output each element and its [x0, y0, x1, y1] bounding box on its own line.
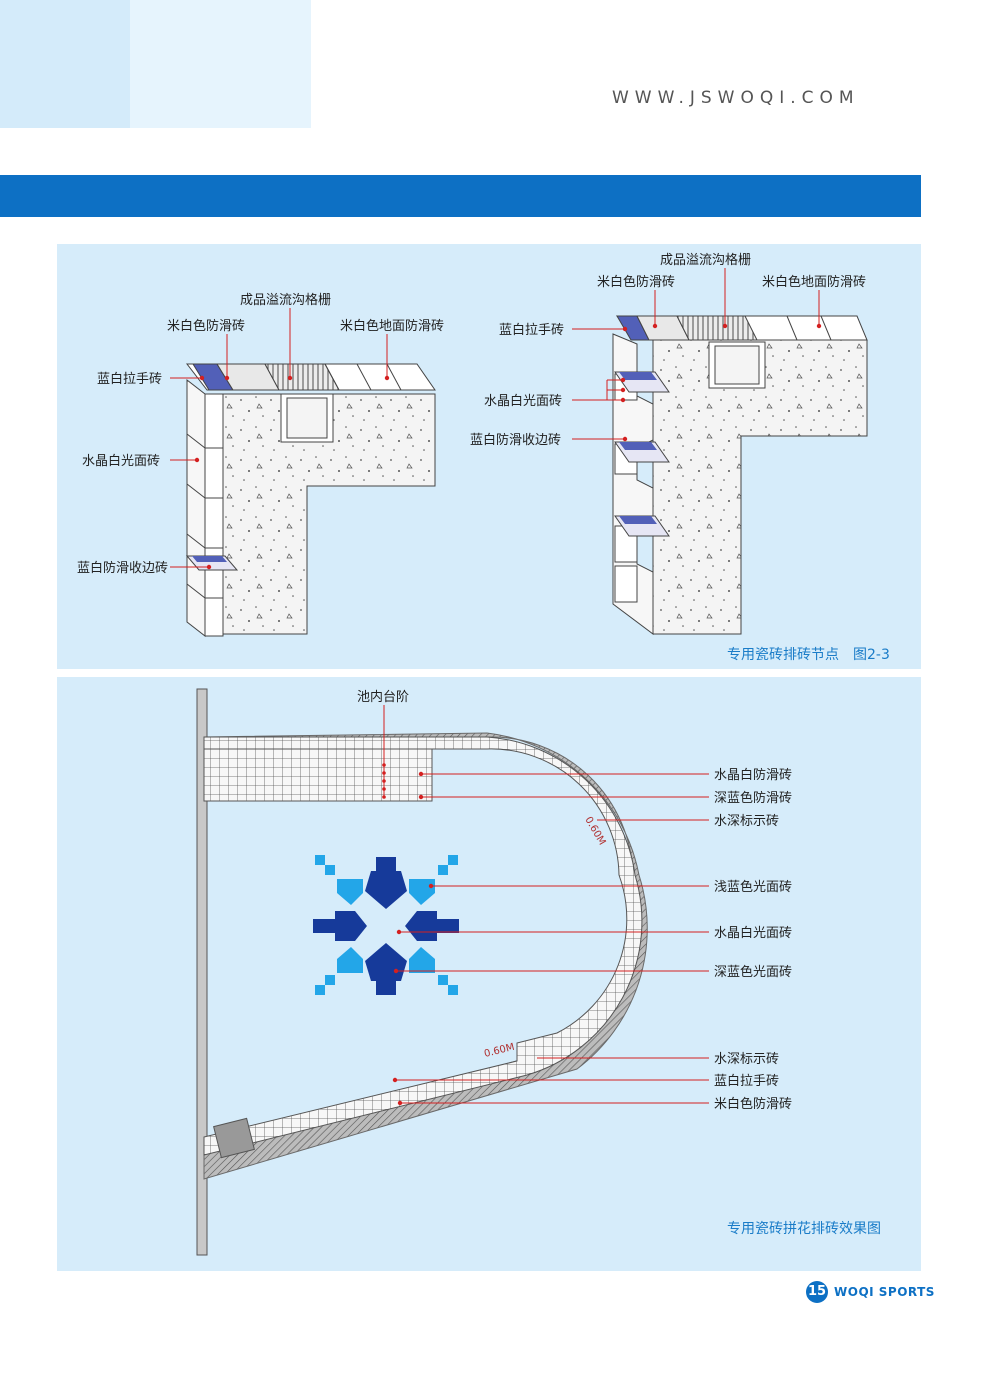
- label-blue-edge-right: 蓝白防滑收边砖: [470, 432, 561, 448]
- header-bar: [0, 175, 921, 217]
- label-pool-step: 池内台阶: [357, 689, 409, 705]
- label-blue-handle-left: 蓝白拉手砖: [97, 371, 162, 387]
- caption-tile-node: 专用瓷砖排砖节点 图2-3: [727, 647, 890, 663]
- label-grate-left: 成品溢流沟格栅: [240, 292, 331, 308]
- label-crystal-gloss-right: 水晶白光面砖: [484, 393, 562, 409]
- depth-mark-bottom: 0.60M: [483, 1042, 516, 1060]
- website-url: WWW.JSWOQI.COM: [612, 88, 860, 108]
- label-grate-right: 成品溢流沟格栅: [660, 252, 751, 268]
- label-deep-blue-gloss: 深蓝色光面砖: [714, 964, 792, 980]
- label-crystal-gloss: 水晶白光面砖: [714, 925, 792, 941]
- corner-decoration-light: [130, 0, 311, 128]
- label-blue-edge-left: 蓝白防滑收边砖: [77, 560, 168, 576]
- label-beige-antislip-right: 米白色防滑砖: [597, 274, 675, 290]
- label-blue-handle-right: 蓝白拉手砖: [499, 322, 564, 338]
- label-blue-handle: 蓝白拉手砖: [714, 1073, 779, 1089]
- label-beige-floor-left: 米白色地面防滑砖: [340, 318, 444, 334]
- corner-block: [213, 1117, 255, 1159]
- tile-node-panel: 成品溢流沟格栅 米白色防滑砖 米白色地面防滑砖 蓝白拉手砖 水晶白光面砖 蓝白防…: [57, 244, 921, 669]
- pool-wall: [196, 688, 208, 1256]
- label-depth-marker-1: 水深标示砖: [714, 814, 779, 829]
- page-number: 15: [806, 1281, 828, 1303]
- right-section-drawing: [612, 315, 868, 635]
- label-beige-antislip: 米白色防滑砖: [714, 1096, 792, 1112]
- label-beige-antislip-left: 米白色防滑砖: [167, 318, 245, 334]
- label-depth-marker-2: 水深标示砖: [714, 1052, 779, 1067]
- tile-pattern-panel: 0.60M 0.60M 池内台阶 水晶白防滑砖 深蓝色防滑砖 水深标示砖 浅蓝色…: [57, 677, 921, 1271]
- tile-pattern-diagram: 0.60M 0.60M 池内台阶 水晶白防滑砖 深蓝色防滑砖 水深标示砖 浅蓝色…: [196, 688, 881, 1256]
- left-section-drawing: [185, 363, 436, 638]
- inner-step-grid: [203, 748, 433, 802]
- pool-step-tile-grid: [203, 736, 643, 1156]
- caption-tile-pattern: 专用瓷砖拼花排砖效果图: [727, 1221, 881, 1237]
- label-deep-blue-antislip: 深蓝色防滑砖: [714, 790, 792, 806]
- label-light-blue-gloss: 浅蓝色光面砖: [714, 879, 792, 895]
- mosaic-snowflake: [313, 855, 459, 995]
- label-beige-floor-right: 米白色地面防滑砖: [762, 274, 866, 290]
- label-crystal-gloss-left: 水晶白光面砖: [82, 453, 160, 469]
- corner-decoration: [0, 0, 130, 128]
- label-crystal-antislip: 水晶白防滑砖: [714, 767, 792, 783]
- brand-name: WOQI SPORTS: [834, 1285, 935, 1299]
- tile-node-diagram: 成品溢流沟格栅 米白色防滑砖 米白色地面防滑砖 蓝白拉手砖 水晶白光面砖 蓝白防…: [77, 252, 890, 663]
